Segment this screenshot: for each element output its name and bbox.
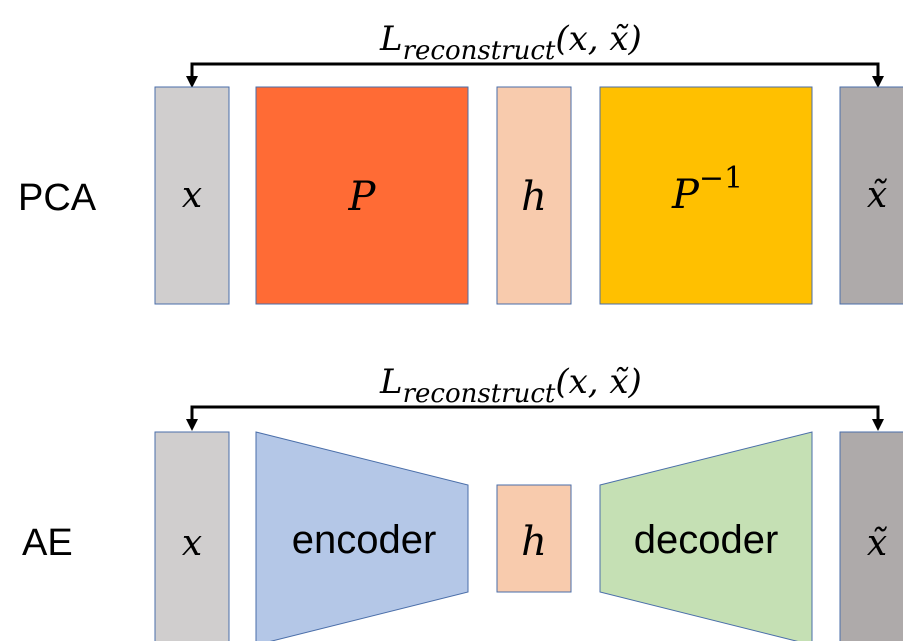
pca-row: Lreconstruct(x, x̃) PCA x P h P−1 (18, 19, 903, 305)
ae-latent-label: h (521, 519, 547, 565)
pca-decoder-matrix (599, 86, 813, 305)
ae-arrowhead-right (872, 419, 884, 431)
pca-arrowhead-right (872, 76, 884, 88)
ae-decoder-trapezoid (599, 431, 813, 641)
ae-input-label: x (182, 523, 202, 564)
ae-reconstruction-bracket (190, 405, 880, 423)
ae-encoder-trapezoid (255, 431, 469, 641)
pca-latent-box (496, 86, 572, 305)
pca-arrowhead-left (186, 76, 198, 88)
ae-input-box (154, 431, 230, 641)
pca-encoder-matrix (255, 86, 469, 305)
ae-decoder-label: decoder (634, 518, 779, 562)
pca-input-box (154, 86, 230, 305)
ae-output-box (839, 431, 903, 641)
ae-output-label: x̃ (867, 523, 887, 564)
pca-reconstruction-bracket (190, 62, 880, 80)
pca-loss-args: (x, x̃) (555, 19, 642, 59)
ae-loss-label: Lreconstruct(x, x̃) (379, 362, 642, 409)
pca-latent-label: h (521, 174, 547, 220)
ae-loss-subscript: reconstruct (403, 379, 556, 409)
ae-loss-main: L (379, 362, 403, 402)
pca-loss-subscript: reconstruct (403, 36, 556, 66)
pca-output-label: x̃ (867, 175, 887, 216)
ae-row: Lreconstruct(x, x̃) AE x encoder h decod… (22, 362, 903, 641)
pca-output-box (839, 86, 903, 305)
pca-decoder-base: P (671, 172, 700, 218)
pca-input-label: x (182, 175, 202, 216)
ae-latent-box (496, 484, 572, 593)
pca-row-label: PCA (18, 177, 97, 219)
pca-decoder-exponent: −1 (699, 161, 743, 196)
ae-row-label: AE (22, 522, 73, 564)
ae-arrowhead-left (186, 419, 198, 431)
ae-loss-args: (x, x̃) (555, 362, 642, 402)
pca-decoder-label: P−1 (671, 161, 743, 218)
pca-encoder-label: P (348, 174, 377, 220)
pca-loss-main: L (379, 19, 403, 59)
ae-encoder-label: encoder (292, 518, 437, 562)
pca-loss-label: Lreconstruct(x, x̃) (379, 19, 642, 66)
